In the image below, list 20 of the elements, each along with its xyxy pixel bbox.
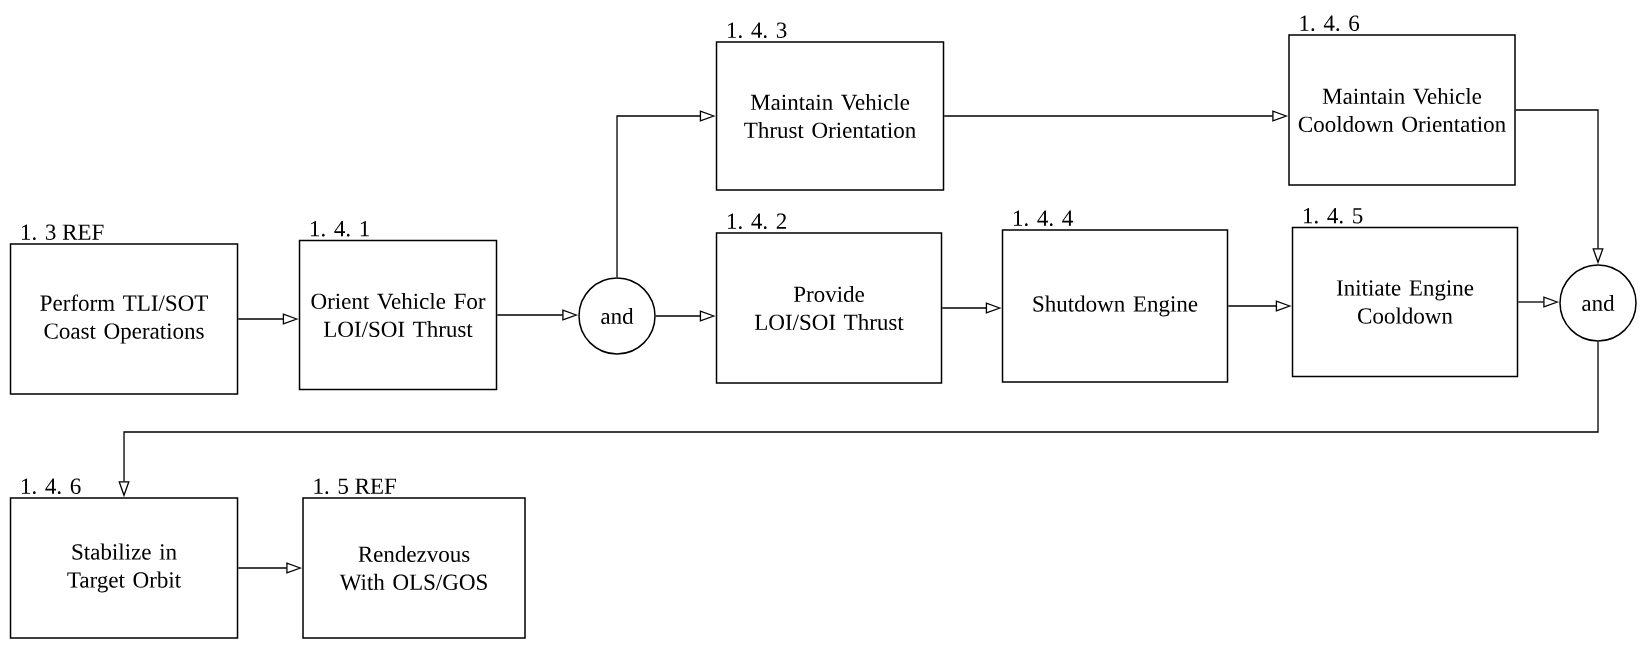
process-box: Maintain Vehicle Thrust Orientation bbox=[715, 41, 945, 191]
step-number: 1. 4. 1 bbox=[311, 221, 369, 237]
process-box: Perform TLI/SOT Coast Operations bbox=[9, 243, 239, 395]
process-box: Shutdown Engine bbox=[1001, 229, 1229, 383]
step-number: 1. 4. 6 bbox=[1300, 15, 1360, 32]
process-box: Provide LOI/SOI Thrust bbox=[715, 232, 943, 384]
step-number: 1. 4. 6 bbox=[22, 478, 81, 495]
step-number: 1. 4. 3 bbox=[728, 22, 787, 39]
step-number: 1. 5 REF bbox=[314, 478, 396, 495]
step-number: 1. 4. 2 bbox=[728, 213, 786, 230]
process-box: Maintain Vehicle Cooldown Orientation bbox=[1288, 34, 1516, 186]
process-box: Orient Vehicle For LOI/SOI Thrust bbox=[298, 239, 498, 391]
process-box: Rendezvous With OLS/GOS bbox=[302, 497, 526, 639]
and-junction: and bbox=[578, 277, 656, 355]
step-number: 1. 4. 4 bbox=[1014, 210, 1073, 227]
process-box: Stabilize in Target Orbit bbox=[9, 497, 239, 639]
and-junction: and bbox=[1559, 264, 1637, 342]
process-box: Initiate Engine Cooldown bbox=[1291, 226, 1519, 378]
step-number: 1. 3 REF bbox=[22, 224, 104, 241]
step-number: 1. 4. 5 bbox=[1304, 208, 1363, 224]
